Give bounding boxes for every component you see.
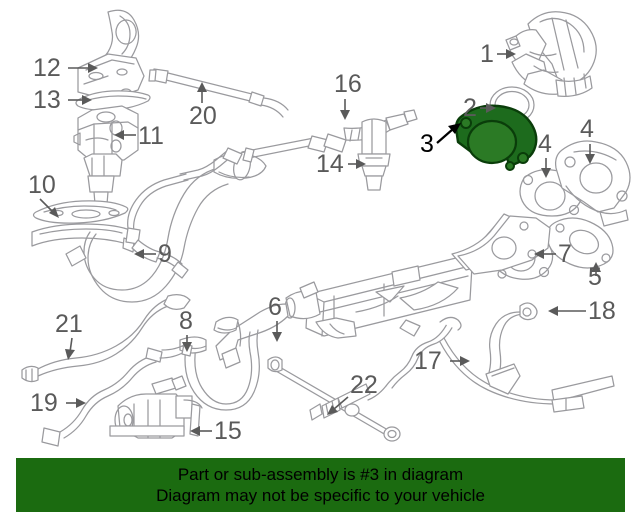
parts-diagram-canvas: 12 13 11 10 xyxy=(21,9,631,447)
callout-19[interactable]: 19 xyxy=(30,389,86,417)
callout-15-label: 15 xyxy=(214,417,242,445)
callout-22-label: 22 xyxy=(350,371,378,399)
callout-11[interactable]: 11 xyxy=(114,122,164,150)
callout-5a-label: 4 xyxy=(538,130,552,158)
callout-5-upper[interactable]: 4 xyxy=(538,130,552,178)
callout-12[interactable]: 12 xyxy=(33,54,98,82)
callout-16[interactable]: 16 xyxy=(334,70,362,120)
callout-5-lower[interactable]: 5 xyxy=(588,262,602,291)
part-17-sensor-harness-line xyxy=(309,302,615,421)
part-1-actuator-valve xyxy=(505,11,597,97)
callout-20-label: 20 xyxy=(189,102,217,130)
callout-11-label: 11 xyxy=(138,122,164,150)
callout-14[interactable]: 14 xyxy=(316,150,366,178)
callout-7-label: 7 xyxy=(558,240,572,268)
callout-1-label: 1 xyxy=(480,40,494,68)
callout-17[interactable]: 17 xyxy=(414,347,470,375)
callout-1[interactable]: 1 xyxy=(480,40,516,68)
callout-9-label: 9 xyxy=(158,240,172,268)
part-12-egr-inlet-elbow xyxy=(77,9,145,101)
part-6-egr-cooler xyxy=(215,213,551,369)
disclaimer-line-1: Part or sub-assembly is #3 in diagram xyxy=(177,465,464,484)
callout-4[interactable]: 4 xyxy=(580,115,595,164)
callout-19-label: 19 xyxy=(30,389,58,417)
part-4-exhaust-flange-elbow xyxy=(555,140,631,227)
callout-3-highlighted[interactable]: 3 xyxy=(420,123,461,158)
callout-13-label: 13 xyxy=(33,86,61,114)
callout-17-label: 17 xyxy=(414,347,442,375)
callout-6[interactable]: 6 xyxy=(268,293,282,342)
part-21-vacuum-hose xyxy=(21,294,191,383)
callout-14-label: 14 xyxy=(316,150,344,178)
callout-20[interactable]: 20 xyxy=(189,82,217,130)
callout-10[interactable]: 10 xyxy=(28,171,59,218)
callout-21-label: 21 xyxy=(55,310,83,338)
callout-18[interactable]: 18 xyxy=(548,297,616,325)
part-13-elbow-gasket xyxy=(75,90,151,111)
callout-8-label: 8 xyxy=(179,307,193,335)
callout-21[interactable]: 21 xyxy=(55,310,83,360)
part-11-egr-valve-assembly xyxy=(73,105,139,205)
part-3-egr-valve-gasket-flange-highlighted xyxy=(454,104,538,171)
callout-3-label: 3 xyxy=(420,130,434,158)
part-15-vacuum-pump-solenoid xyxy=(109,375,203,439)
disclaimer-line-2: Diagram may not be specific to your vehi… xyxy=(156,486,485,505)
callout-12-label: 12 xyxy=(33,54,61,82)
callout-15[interactable]: 15 xyxy=(190,417,242,445)
callout-10-label: 10 xyxy=(28,171,56,199)
part-10-egr-valve-gasket xyxy=(31,200,135,253)
callout-8[interactable]: 8 xyxy=(179,307,193,352)
callout-2[interactable]: 2 xyxy=(463,94,496,122)
callout-2-label: 2 xyxy=(463,94,477,122)
disclaimer-banner: Part or sub-assembly is #3 in diagram Di… xyxy=(16,458,625,512)
part-22-linkage-rod xyxy=(267,356,401,442)
part-20-pressure-line xyxy=(148,68,289,118)
callout-9[interactable]: 9 xyxy=(134,240,172,268)
callout-22[interactable]: 22 xyxy=(327,371,378,415)
callout-13[interactable]: 13 xyxy=(33,86,92,114)
callout-7[interactable]: 7 xyxy=(534,240,572,268)
callout-6-label: 6 xyxy=(268,293,282,321)
callout-16-label: 16 xyxy=(334,70,362,98)
callout-18-label: 18 xyxy=(588,297,616,325)
callout-group: 12 13 11 10 xyxy=(28,40,616,445)
part-14-temperature-sensor xyxy=(357,118,391,191)
part-5-flange-gasket-lower xyxy=(546,217,614,269)
callout-4-label: 4 xyxy=(580,115,594,143)
